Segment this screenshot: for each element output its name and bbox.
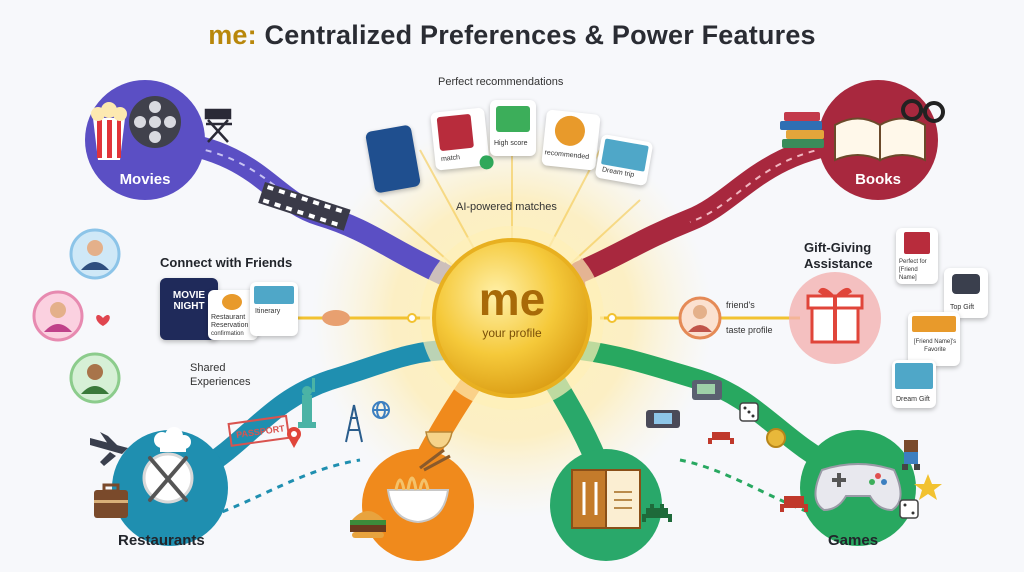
film-reel-icon — [129, 96, 181, 148]
dice-icon-2 — [899, 499, 919, 519]
gift-heading-2: Assistance — [804, 256, 873, 271]
restaurants-flow — [190, 340, 460, 480]
recommendations-caption: Perfect recommendations — [438, 76, 564, 88]
director-chair-icon — [204, 108, 232, 143]
match-card: match — [430, 107, 495, 171]
plate-icon — [222, 294, 242, 310]
photo-icon — [254, 286, 294, 304]
eiffel-tower-icon — [345, 404, 363, 443]
book-gift-icon — [904, 232, 930, 254]
handshake-icon — [322, 310, 350, 326]
burger-icon — [350, 511, 386, 538]
popcorn-icon — [91, 102, 127, 160]
title-text: Centralized Preferences & Power Features — [256, 20, 816, 50]
handheld-console-icon — [646, 410, 680, 428]
controller-icon — [496, 106, 530, 132]
space-invader-icon — [642, 504, 672, 522]
dream-gift-label: Dream Gift — [896, 396, 930, 403]
plate-fork-knife-icon — [142, 452, 194, 504]
brand-name: me: — [208, 20, 257, 50]
menu-icon — [571, 469, 641, 529]
gamepad-icon — [814, 463, 902, 512]
match-label: match — [440, 154, 461, 164]
film-strip — [258, 182, 351, 231]
medal-icon — [766, 428, 786, 448]
perfect-for-card: Perfect for [Friend Name] — [896, 228, 938, 284]
center-word: me — [478, 273, 546, 325]
friend-avatar-1 — [69, 228, 121, 280]
dice-icon — [739, 402, 759, 422]
star-icon — [914, 474, 942, 500]
favorite-label: [Friend Name]'s Favorite — [913, 339, 957, 353]
gift-box-icon — [806, 287, 864, 344]
location-pin-icon — [287, 427, 301, 448]
top-gift-label: Top Gift — [950, 304, 975, 311]
shared-label: Shared — [190, 362, 226, 374]
favorite-card: [Friend Name]'s Favorite — [908, 312, 960, 366]
games-dashes — [679, 458, 831, 522]
restaurants-label: Restaurants — [118, 532, 205, 549]
glasses-icon — [901, 99, 945, 123]
cloche-icon — [553, 114, 587, 148]
globe-icon — [372, 401, 390, 419]
friend-avatar-3 — [69, 352, 121, 404]
books-flow-dashes — [689, 144, 851, 223]
high-score-card: High score — [490, 100, 536, 156]
ticket-icon — [912, 316, 956, 332]
friends-label: friend's — [726, 300, 755, 310]
itinerary-label: Itinerary — [255, 308, 281, 315]
ai-matches-label: AI-powered matches — [456, 201, 557, 213]
books-flow — [569, 129, 871, 283]
controller-gift-icon — [952, 274, 980, 294]
chef-hat-icon — [154, 427, 191, 452]
reservation-card: Restaurant Reservation confirmation — [208, 290, 258, 340]
movies-label: Movies — [119, 171, 171, 188]
games-label: Games — [828, 532, 879, 549]
perfect-for-label: Perfect for [Friend Name] — [899, 259, 927, 281]
itinerary-card: Itinerary — [250, 282, 298, 336]
ramen-small-icon — [425, 431, 453, 449]
reservation-label: Restaurant Reservation — [211, 314, 249, 329]
top-gift-card: Top Gift — [944, 268, 988, 318]
friends-heading: Connect with Friends — [160, 255, 293, 270]
page-title: me: Centralized Preferences & Power Feat… — [0, 20, 1024, 51]
pixel-character-icon — [902, 440, 920, 470]
restaurants-dashes — [199, 458, 361, 522]
book-stack-icon — [780, 112, 824, 148]
book-icon — [436, 113, 474, 152]
books-label: Books — [855, 171, 901, 188]
airplane-icon — [90, 432, 128, 466]
pixel-alien-icon — [708, 432, 734, 444]
pixel-monster-icon — [780, 496, 808, 512]
friend-avatar-2 — [32, 290, 84, 342]
recommended-label: recommended — [544, 149, 590, 161]
gameboy-icon — [692, 380, 722, 400]
movie-night-label: MOVIE NIGHT — [172, 290, 206, 312]
dream-gift-card: Dream Gift — [892, 360, 936, 408]
recommended-card: recommended — [541, 109, 601, 171]
gift-heading-1: Gift-Giving — [804, 240, 872, 255]
landscape-gift-icon — [895, 363, 933, 389]
heart-icon — [96, 315, 110, 326]
statue-of-liberty-icon — [298, 378, 316, 428]
open-book-icon — [834, 117, 926, 162]
center-subtitle: your profile — [482, 326, 542, 340]
taste-profile-label: taste profile — [726, 325, 773, 335]
noodle-bowl-icon — [386, 448, 451, 524]
confirmation-label: confirmation — [211, 331, 244, 337]
center-core — [432, 238, 592, 398]
dream-trip-card: Dream trip — [594, 133, 654, 187]
friend-avatar-gift — [678, 296, 722, 340]
suitcase-icon — [94, 483, 128, 518]
experiences-label: Experiences — [190, 376, 251, 388]
high-score-label: High score — [494, 140, 528, 147]
